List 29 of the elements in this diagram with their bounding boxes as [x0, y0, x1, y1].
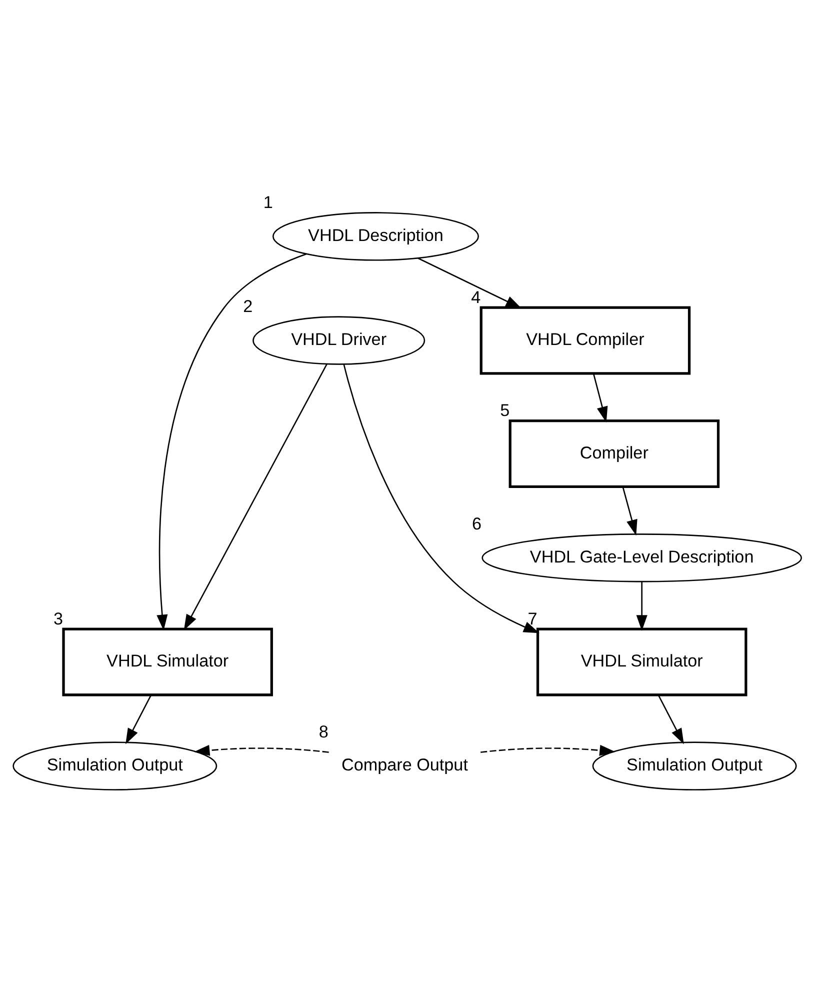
- arrow: [418, 257, 522, 308]
- node-ellipse: VHDL Driver: [252, 316, 426, 364]
- arrow: [480, 744, 616, 756]
- arrow: [343, 364, 540, 633]
- arrow: [622, 486, 638, 536]
- node-label: 7: [528, 608, 538, 628]
- node-ellipse: Simulation Output: [592, 741, 797, 790]
- arrow: [658, 694, 684, 744]
- node-ellipse: Simulation Output: [12, 741, 218, 790]
- node-box: VHDL Simulator: [62, 627, 273, 696]
- node-label: 3: [53, 608, 63, 628]
- node-box: Compiler: [508, 419, 720, 488]
- arrow: [156, 252, 307, 630]
- arrow: [184, 363, 328, 630]
- node-box: VHDL Simulator: [536, 627, 748, 696]
- arrow: [126, 694, 152, 744]
- node-label: 6: [472, 514, 482, 533]
- arrow: [636, 581, 648, 630]
- arrow: [592, 373, 608, 422]
- arrow: [194, 744, 329, 756]
- node-label: 1: [263, 192, 273, 212]
- node-label: 2: [243, 296, 253, 316]
- node-box: VHDL Compiler: [480, 306, 691, 374]
- node-label: 4: [471, 287, 481, 306]
- node-label: 8: [318, 722, 328, 742]
- node-ellipse: VHDL Description: [272, 212, 479, 260]
- node-ellipse: VHDL Gate-Level Description: [482, 533, 802, 582]
- node-label: 5: [500, 400, 510, 420]
- node-text: Compare Output: [341, 754, 468, 774]
